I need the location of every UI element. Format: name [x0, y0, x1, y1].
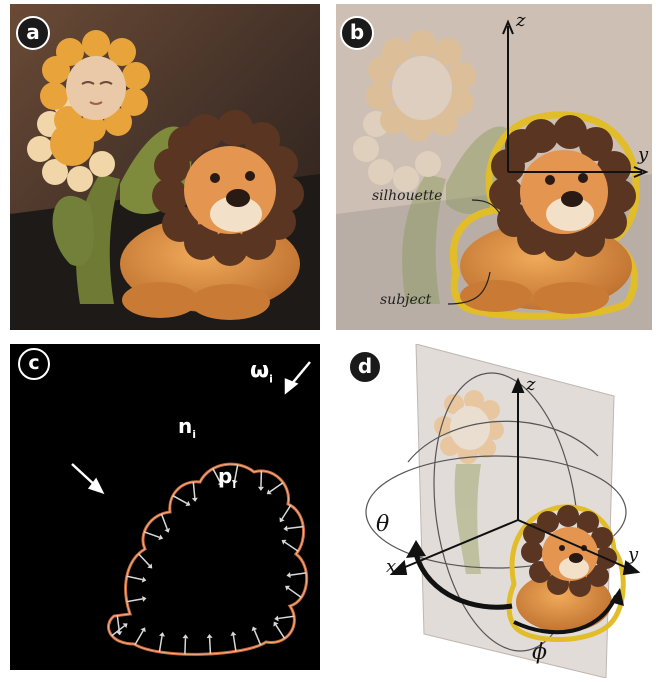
normal-symbol: n: [178, 414, 192, 438]
panel-d-y-axis-label: y: [628, 544, 638, 565]
panel-c-letter: c: [28, 352, 39, 374]
panel-c-contour-normals: c ωi ni pi: [10, 344, 320, 670]
panel-d-badge: d: [348, 350, 382, 384]
panel-b-y-axis-label: y: [638, 144, 648, 165]
panel-b-badge: b: [340, 16, 374, 50]
panel-d-figure: [336, 344, 652, 678]
point-symbol: p: [218, 464, 232, 488]
silhouette-label: silhouette: [372, 188, 442, 204]
panel-c-figure: [10, 344, 320, 670]
phi-label: ϕ: [532, 640, 547, 665]
light-direction-label: ωi: [250, 358, 273, 385]
omega-subscript: i: [269, 372, 273, 385]
normal-arrow: [185, 638, 186, 654]
panel-b-figure: [336, 4, 652, 330]
panel-d-letter: d: [358, 354, 372, 378]
panel-d-z-axis-label: z: [526, 374, 535, 395]
subject-label: subject: [380, 292, 431, 308]
panel-a-photo: a: [10, 4, 320, 330]
normal-label: ni: [178, 414, 196, 441]
theta-label: θ: [376, 512, 389, 537]
panel-a-figurine-photo: [10, 4, 320, 330]
panel-c-badge: c: [18, 348, 50, 380]
point-subscript: i: [232, 478, 236, 491]
panel-d-coordinate-frame: d z x y θ ϕ: [336, 344, 652, 678]
panel-a-badge: a: [16, 16, 50, 50]
normal-subscript: i: [192, 428, 196, 441]
panel-b-letter: b: [350, 20, 364, 44]
panel-b-z-axis-label: z: [516, 10, 525, 31]
normal-arrow: [210, 638, 211, 654]
panel-d-x-axis-label: x: [386, 556, 396, 577]
omega-symbol: ω: [250, 358, 269, 383]
point-label: pi: [218, 464, 236, 491]
panel-a-letter: a: [26, 20, 40, 44]
panel-b-silhouette: b z y silhouette subject: [336, 4, 652, 330]
